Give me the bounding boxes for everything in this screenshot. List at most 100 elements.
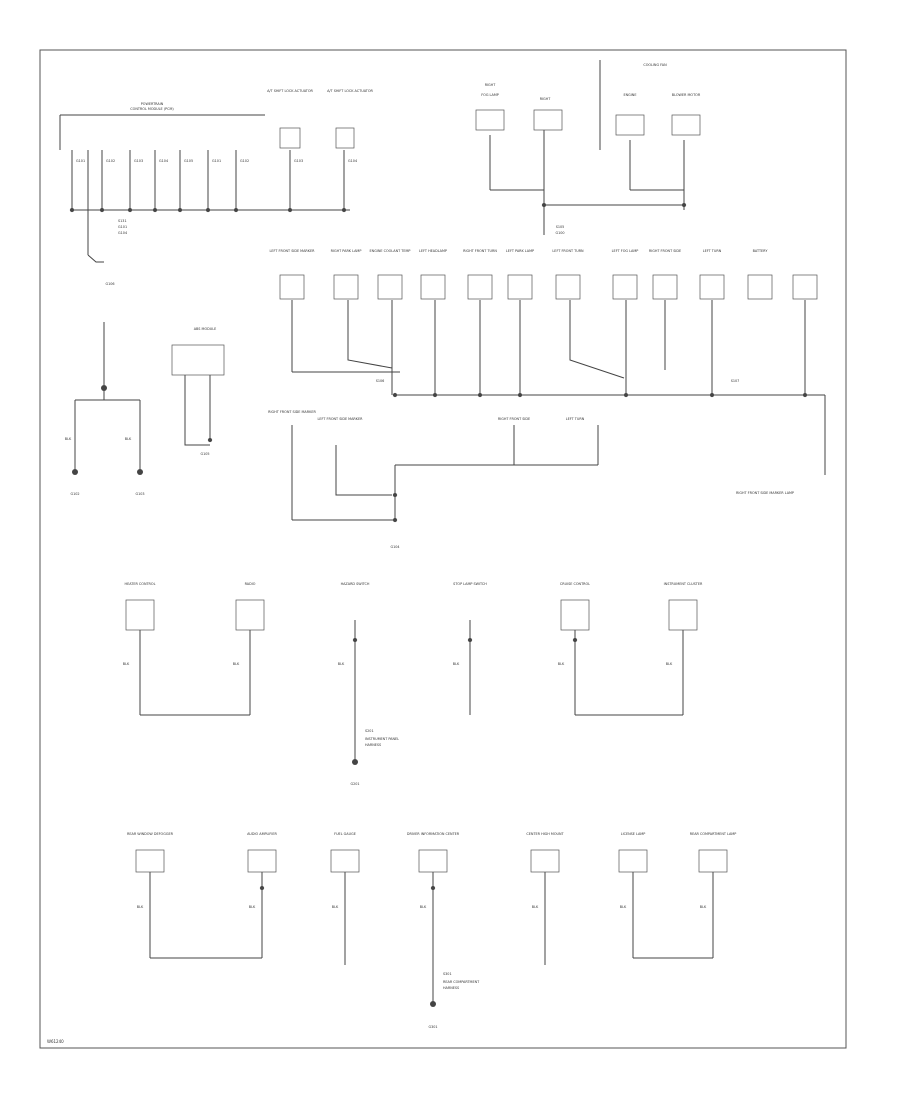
- ground-label: G106: [105, 282, 114, 286]
- pin-label: BLK: [558, 662, 565, 666]
- component-label: A/T SHIFT LOCK ACTUATOR: [327, 89, 373, 93]
- splice-label: S106: [376, 379, 385, 383]
- ground-symbol: [137, 469, 143, 475]
- note-label: REAR COMPARTMENT: [443, 980, 480, 984]
- pin-label: G103: [294, 159, 303, 163]
- ground-label: G103: [135, 492, 144, 496]
- splice-dot: [259, 885, 265, 891]
- ground-label: G105: [200, 452, 209, 456]
- component-label: CONTROL MODULE (PCM): [130, 107, 174, 111]
- splice-dot: [517, 392, 523, 398]
- component-label: CENTER HIGH MOUNT: [526, 832, 564, 836]
- component-label: DRIVER INFORMATION CENTER: [407, 832, 460, 836]
- splice-dot: [152, 207, 158, 213]
- component-label: LEFT FRONT SIDE MARKER: [317, 417, 363, 421]
- note-label: S131: [118, 219, 127, 223]
- component-label: BATTERY: [753, 249, 769, 253]
- ground-symbol: [430, 1001, 436, 1007]
- splice-dot: [392, 517, 398, 523]
- splice-dot: [233, 207, 239, 213]
- splice-dot: [177, 207, 183, 213]
- connector-box: [699, 274, 725, 300]
- component-label: LEFT FRONT SIDE MARKER: [269, 249, 315, 253]
- connector-box: [377, 274, 403, 300]
- splice-label: S201: [365, 729, 374, 733]
- connector-box: [247, 849, 277, 873]
- pin-label: G105: [184, 159, 193, 163]
- component-label: RIGHT: [540, 97, 552, 101]
- component-label: LEFT TURN: [566, 417, 585, 421]
- component-layer: [69, 109, 818, 1007]
- connector-box: [279, 127, 301, 149]
- connector-box: [125, 599, 155, 631]
- component-label: FOG LAMP: [481, 93, 499, 97]
- note-label: HARNESS: [443, 986, 459, 990]
- connector-box: [671, 114, 701, 136]
- ground-label: G201: [350, 782, 359, 786]
- component-label: LEFT FRONT TURN: [552, 249, 584, 253]
- splice-dot: [99, 207, 105, 213]
- pin-label: G102: [240, 159, 249, 163]
- splice-dot: [392, 392, 398, 398]
- pin-label: G102: [106, 159, 115, 163]
- splice-dot: [392, 492, 398, 498]
- connector-box: [335, 127, 355, 149]
- note-label: HARNESS: [365, 743, 381, 747]
- component-label: COOLING FAN: [643, 63, 667, 67]
- connector-box: [333, 274, 359, 300]
- ground-symbol: [72, 469, 78, 475]
- component-label: RIGHT: [485, 83, 497, 87]
- pin-label: BLK: [338, 662, 345, 666]
- splice-dot: [681, 202, 687, 208]
- component-label: FUEL GAUGE: [334, 832, 356, 836]
- connector-box: [507, 274, 533, 300]
- component-label: POWERTRAIN: [141, 102, 164, 106]
- pin-label: BLK: [332, 905, 339, 909]
- splice-label: S105: [556, 225, 565, 229]
- connector-box: [420, 274, 446, 300]
- pin-label: BLK: [125, 437, 132, 441]
- note-label: RIGHT FRONT SIDE MARKER LAMP: [736, 491, 794, 495]
- pin-label: BLK: [620, 905, 627, 909]
- connector-box: [533, 109, 563, 131]
- component-label: RIGHT FRONT SIDE MARKER: [268, 410, 316, 414]
- component-label: RIGHT FRONT TURN: [463, 249, 497, 253]
- pin-label: BLK: [453, 662, 460, 666]
- wire: [87, 254, 104, 263]
- wire: [335, 445, 392, 496]
- connector-box: [475, 109, 505, 131]
- splice-dot: [205, 207, 211, 213]
- splice-dot: [287, 207, 293, 213]
- splice-dot: [802, 392, 808, 398]
- pin-label: BLK: [666, 662, 673, 666]
- component-label: LEFT PARK LAMP: [506, 249, 534, 253]
- ground-symbol: [352, 759, 358, 765]
- ground-label: G104: [390, 545, 399, 549]
- splice-dot: [432, 392, 438, 398]
- connector-box: [652, 274, 678, 300]
- pin-label: BLK: [233, 662, 240, 666]
- component-label: RADIO: [245, 582, 256, 586]
- component-label: ENGINE: [624, 93, 637, 97]
- component-label: REAR COMPARTMENT LAMP: [690, 832, 737, 836]
- component-label: INSTRUMENT CLUSTER: [664, 582, 703, 586]
- wire: [569, 300, 625, 379]
- component-label: BLOWER MOTOR: [672, 93, 701, 97]
- splice-dot: [207, 437, 213, 443]
- component-label: HEATER CONTROL: [125, 582, 156, 586]
- component-label: RIGHT PARK LAMP: [331, 249, 362, 253]
- component-label: ABS MODULE: [194, 327, 217, 331]
- ground-label: G102: [70, 492, 79, 496]
- note-label: INSTRUMENT PANEL: [365, 737, 399, 741]
- component-label: LEFT TURN: [703, 249, 722, 253]
- connector-box: [698, 849, 728, 873]
- component-label: LEFT FOG LAMP: [612, 249, 639, 253]
- splice-dot: [467, 637, 473, 643]
- splice-dot: [127, 207, 133, 213]
- connector-box: [555, 274, 581, 300]
- connector-box: [615, 114, 645, 136]
- pin-label: G101: [212, 159, 221, 163]
- connector-box: [668, 599, 698, 631]
- splice-dot: [572, 637, 578, 643]
